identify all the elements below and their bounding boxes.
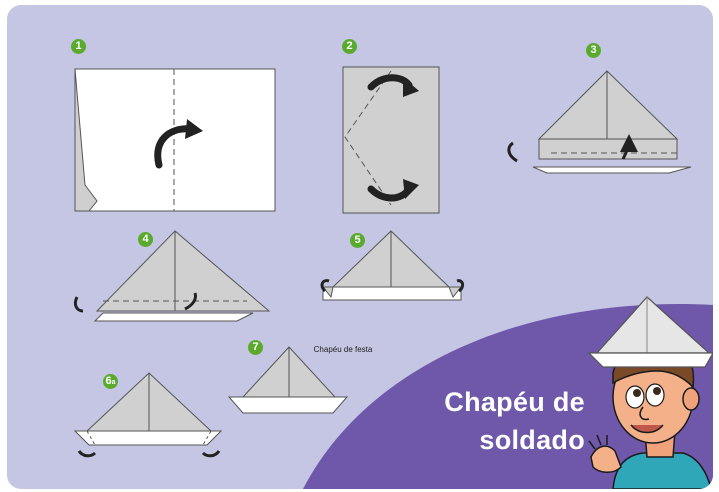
step-6a-diagram: [73, 372, 223, 458]
origami-diagrams: [73, 66, 713, 489]
instruction-card: 1 2 3 4 5 6a 7 Chapéu de festa Chapéu de…: [7, 5, 713, 489]
step-7-caption: Chapéu de festa: [313, 345, 373, 354]
fold-arrow-icon: [456, 279, 465, 293]
step-7-badge: 7: [248, 340, 263, 355]
step-3-diagram: [507, 70, 692, 174]
title-line-2: soldado: [479, 425, 585, 455]
step-4-badge: 4: [138, 232, 153, 247]
step-5-badge: 5: [350, 233, 365, 248]
step-6a-badge: 6a: [103, 374, 118, 389]
fold-arrow-icon: [619, 134, 638, 160]
fold-arrow-icon: [77, 450, 97, 458]
fold-arrow-icon: [507, 141, 518, 163]
fold-arrow-icon: [154, 125, 195, 169]
step-3-badge: 3: [586, 43, 601, 58]
fold-arrow-icon: [184, 292, 197, 311]
fold-arrow-icon: [73, 296, 84, 313]
step-1-badge: 1: [71, 39, 86, 54]
title-line-1: Chapéu de: [444, 387, 585, 417]
step-4-diagram: [73, 230, 271, 322]
step-5-diagram: [320, 230, 465, 301]
step-2-diagram: [342, 66, 440, 214]
step-7-diagram: [227, 346, 349, 414]
step-1-diagram: [74, 68, 276, 212]
fold-arrow-icon: [201, 450, 221, 458]
step-2-badge: 2: [342, 39, 357, 54]
boy-illustration: [587, 296, 713, 489]
fold-arrow-icon: [320, 279, 330, 293]
page-title: Chapéu de soldado: [415, 383, 585, 459]
